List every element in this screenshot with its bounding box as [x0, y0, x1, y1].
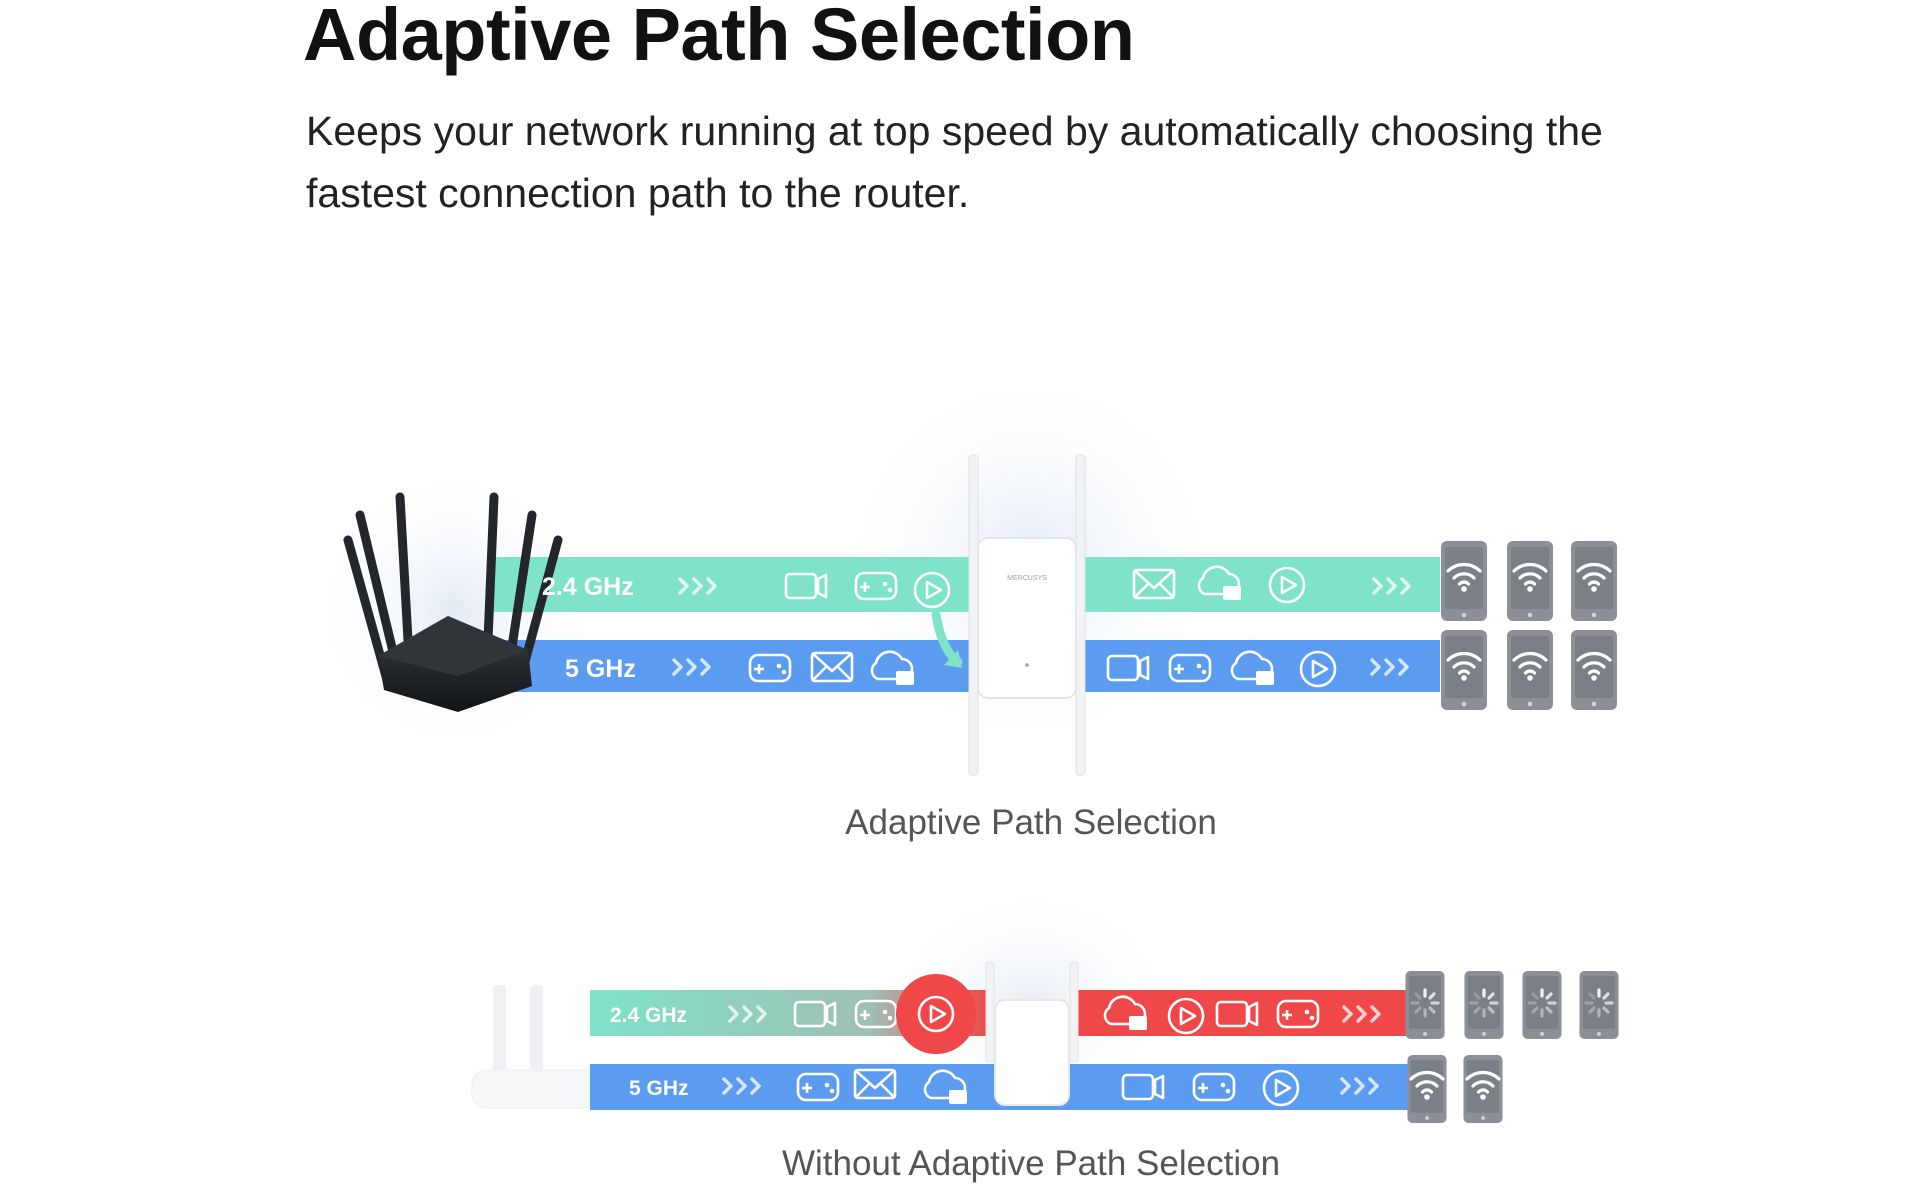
page-subtitle: Keeps your network running at top speed … — [306, 108, 1603, 216]
band-24-label-bottom: 2.4 GHz — [610, 1004, 687, 1027]
caption-without-adaptive: Without Adaptive Path Selection — [781, 1144, 1281, 1183]
adaptive-diagram: 2.4 GHz 5 GHz MERCUSYS — [305, 360, 1617, 776]
devices-bottom — [1405, 971, 1619, 1123]
extender-icon — [985, 961, 1079, 1106]
extender-brand: MERCUSYS — [1007, 575, 1047, 582]
router-icon — [471, 985, 611, 1109]
caption-adaptive: Adaptive Path Selection — [845, 803, 1217, 842]
devices-top — [1441, 541, 1617, 710]
path-switch-arrowhead — [944, 650, 962, 668]
phone-icon — [1464, 971, 1504, 1039]
band-5-top — [490, 640, 1440, 692]
band-5-label-bottom: 5 GHz — [629, 1077, 689, 1100]
phone-icon — [1579, 971, 1619, 1039]
congestion-point — [896, 974, 976, 1054]
extender-icon: MERCUSYS — [968, 454, 1086, 776]
without-adaptive-diagram: 2.4 GHz 5 GHz — [471, 880, 1619, 1123]
phone-icon — [1522, 971, 1562, 1039]
band-5-label-top: 5 GHz — [565, 655, 636, 683]
band-24-label-top: 2.4 GHz — [542, 573, 634, 601]
page-title: Adaptive Path Selection — [303, 0, 1135, 76]
phone-icon — [1405, 971, 1445, 1039]
router-icon — [343, 492, 563, 712]
